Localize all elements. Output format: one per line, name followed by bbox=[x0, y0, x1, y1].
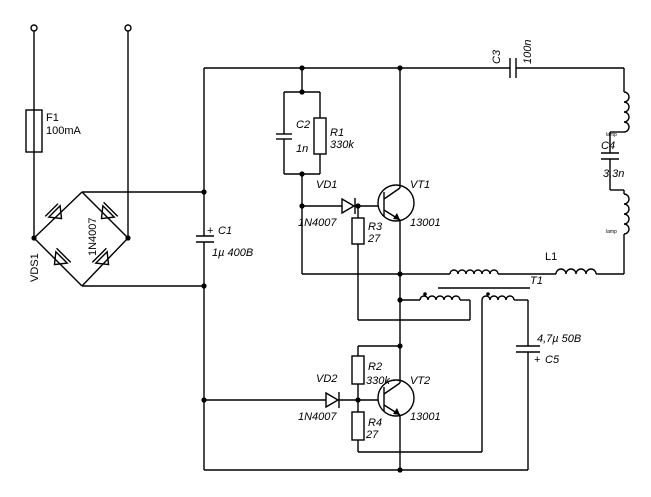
input-terminal-left[interactable] bbox=[30, 24, 38, 32]
l1-ref: L1 bbox=[545, 251, 557, 263]
t1-ref: T1 bbox=[530, 275, 543, 287]
bridge-ref: VDS1 bbox=[29, 253, 41, 282]
capacitor-c3: C3 100n bbox=[491, 40, 534, 78]
input-terminal-right[interactable] bbox=[124, 24, 132, 32]
c4-value: 3,3n bbox=[603, 168, 624, 180]
r1-ref: R1 bbox=[330, 127, 344, 139]
c2-value: 1n bbox=[296, 143, 308, 155]
fuse-ref: F1 bbox=[46, 112, 59, 124]
c1-value: 1µ 400В bbox=[212, 247, 253, 259]
fuse-value: 100mA bbox=[46, 125, 82, 137]
mains-input bbox=[30, 24, 132, 238]
c2-r1: C2 1n R1 330k bbox=[276, 68, 354, 274]
vd2-value: 1N4007 bbox=[298, 411, 337, 423]
r2-ref: R2 bbox=[368, 361, 382, 373]
capacitor-c5: 4,7µ 50В + C5 bbox=[516, 333, 581, 470]
vt1-transistor bbox=[377, 184, 415, 222]
capacitor-c1: + C1 1µ 400В bbox=[196, 68, 253, 470]
diode-bridge-vds1: VDS1 1N4007 bbox=[29, 191, 204, 287]
r1-value: 330k bbox=[330, 139, 354, 151]
lamp-and-c4: lamp C4 3,3n lamp bbox=[598, 68, 630, 275]
lamp-mark-bottom: lamp bbox=[606, 229, 617, 235]
r3-ref: R3 bbox=[368, 221, 383, 233]
upper-drive-stage: VD1 1N4007 R3 27 VT1 13001 bbox=[298, 68, 441, 346]
c3-value: 100n bbox=[522, 40, 534, 64]
vt2-transistor bbox=[377, 379, 415, 417]
r4-ref: R4 bbox=[368, 417, 382, 429]
c3-ref: C3 bbox=[491, 49, 503, 64]
vt1-value: 13001 bbox=[410, 217, 441, 229]
c5-value: 4,7µ 50В bbox=[537, 333, 581, 345]
vd2-ref: VD2 bbox=[316, 373, 337, 385]
lamp-mark-top: lamp bbox=[606, 132, 617, 138]
lower-drive-stage: R2 330k VD2 1N4007 R4 27 VT2 13001 bbox=[201, 343, 482, 470]
r4-value: 27 bbox=[365, 429, 379, 441]
c1-ref: C1 bbox=[218, 225, 232, 237]
c5-plus: + bbox=[534, 354, 540, 366]
r2-value: 330k bbox=[366, 375, 390, 387]
c5-ref: C5 bbox=[545, 354, 560, 366]
c4-ref: C4 bbox=[601, 140, 615, 152]
c1-plus: + bbox=[207, 225, 213, 237]
c2-ref: C2 bbox=[296, 119, 310, 131]
vt2-value: 13001 bbox=[410, 411, 441, 423]
fuse-f1: F1 100mA bbox=[25, 109, 82, 153]
transformer-t1-l1: L1 T1 bbox=[302, 251, 598, 452]
r3-value: 27 bbox=[367, 233, 381, 245]
bridge-value: 1N4007 bbox=[87, 217, 99, 256]
vt1-ref: VT1 bbox=[410, 179, 430, 191]
vd1-ref: VD1 bbox=[316, 179, 337, 191]
vt2-ref: VT2 bbox=[410, 375, 430, 387]
vd1-value: 1N4007 bbox=[298, 217, 337, 229]
